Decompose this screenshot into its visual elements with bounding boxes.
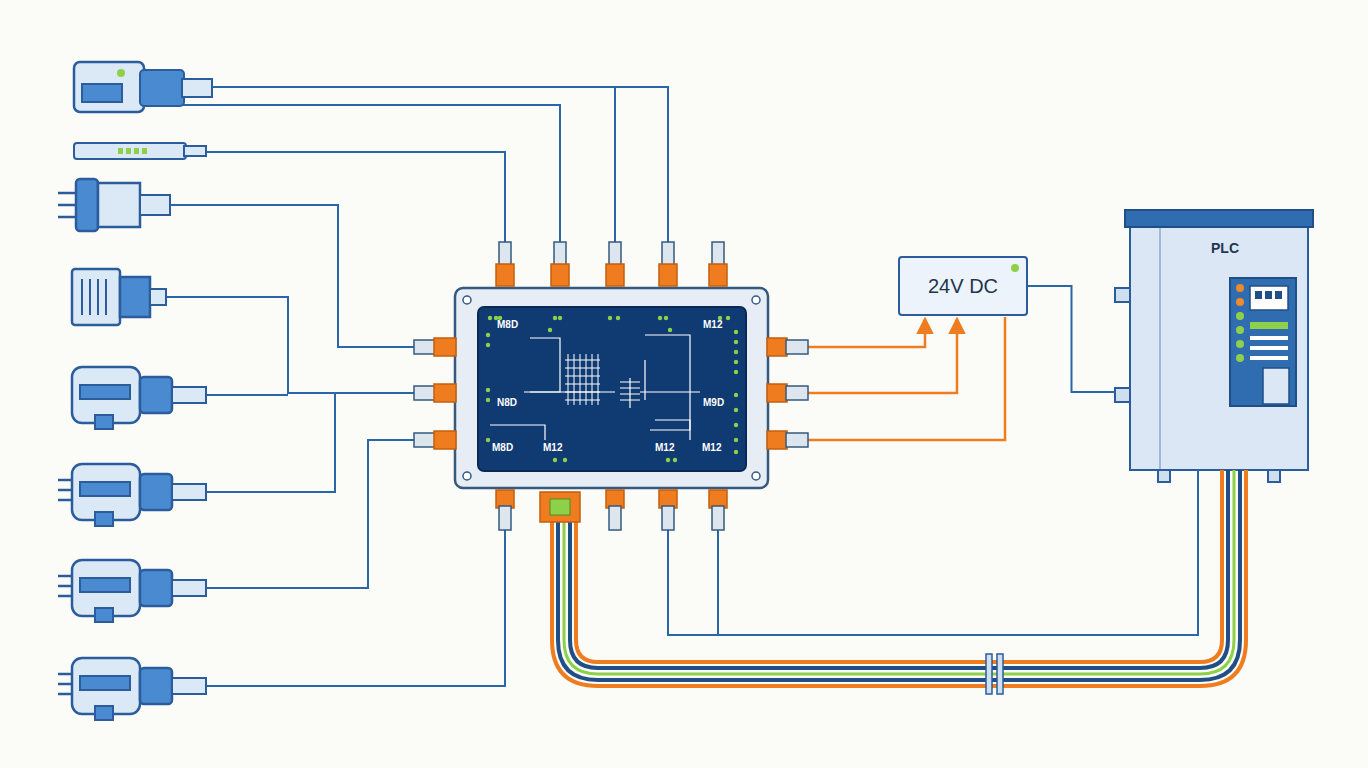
port-label: M8D (492, 442, 513, 454)
port-label: M12 (543, 442, 562, 454)
node-text: PLC (1211, 240, 1239, 256)
status-led (1011, 264, 1019, 272)
port-label: M9D (703, 397, 724, 409)
node-text: 24V DC (928, 275, 998, 298)
sensor-icon (58, 658, 206, 720)
power-wires (808, 317, 1005, 440)
sensor-icon (74, 143, 206, 159)
power-supply-box: 24V DC (898, 256, 1028, 316)
distribution-box (414, 242, 808, 530)
sensor-icon (58, 179, 170, 231)
sensor-icon (72, 367, 206, 429)
sensor-icon (58, 560, 206, 622)
signal-wire (1028, 286, 1115, 392)
signal-wires (165, 87, 1198, 686)
plc-cabinet (1115, 210, 1313, 482)
port-label: M12 (702, 442, 721, 454)
port-label: M8D (497, 319, 518, 331)
sensor-icon (58, 464, 206, 526)
port-label: M12 (655, 442, 674, 454)
cable-bundle (552, 470, 1246, 694)
port-label: N8D (497, 397, 517, 409)
sensor-icon (74, 62, 212, 112)
plc-cabinet: PLC (1131, 228, 1307, 470)
port-label: M12 (703, 319, 722, 331)
sensor-icon (72, 269, 166, 325)
